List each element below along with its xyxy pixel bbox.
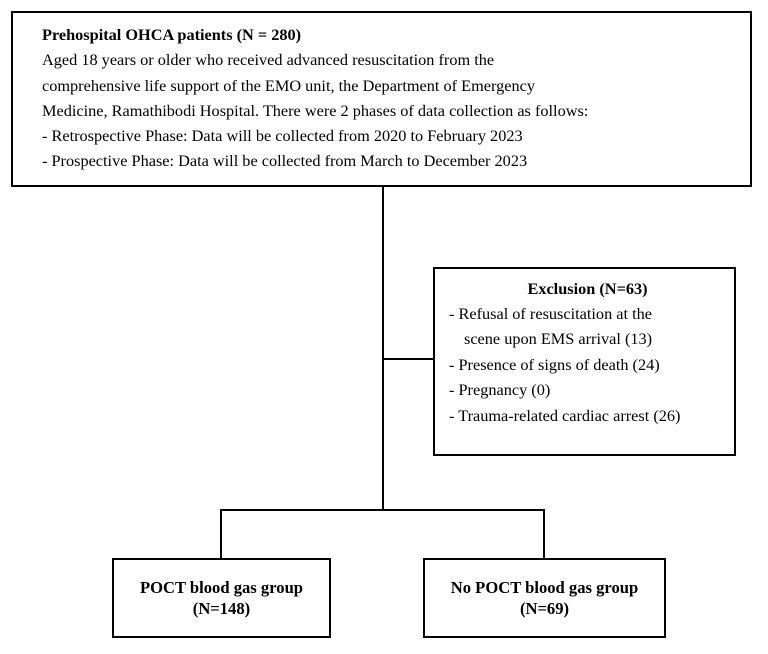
- enrollment-line-1: Aged 18 years or older who received adva…: [42, 50, 495, 70]
- group-poct-count: (N=148): [192, 599, 251, 618]
- enrollment-line-prospective-phase: - Prospective Phase: Data will be collec…: [42, 151, 528, 171]
- connector-main-stem: [382, 187, 384, 511]
- exclusion-item-pregnancy: - Pregnancy (0): [449, 380, 551, 400]
- exclusion-item-refusal: - Refusal of resuscitation at the: [449, 304, 652, 323]
- exclusion-title: Exclusion (N=63): [527, 279, 648, 298]
- exclusion-box: Exclusion (N=63) - Refusal of resuscitat…: [433, 267, 736, 456]
- exclusion-item-refusal-continuation: scene upon EMS arrival (13): [464, 329, 653, 349]
- group-poct-name: POCT blood gas group: [139, 578, 304, 597]
- connector-drop-left: [220, 509, 222, 559]
- exclusion-item-trauma-related-cardiac-arrest: - Trauma-related cardiac arrest (26): [449, 405, 681, 425]
- group-no-poct-name: No POCT blood gas group: [450, 578, 639, 597]
- enrollment-line-2: comprehensive life support of the EMO un…: [42, 75, 535, 95]
- enrollment-line-retrospective-phase: - Retrospective Phase: Data will be coll…: [42, 126, 523, 146]
- group-no-poct-text: No POCT blood gas group (N=69): [451, 577, 639, 619]
- enrollment-box: Prehospital OHCA patients (N = 280) Aged…: [11, 11, 752, 187]
- group-box-no-poct: No POCT blood gas group (N=69): [423, 558, 666, 638]
- group-box-poct: POCT blood gas group (N=148): [112, 558, 331, 638]
- enrollment-title: Prehospital OHCA patients (N = 280): [42, 25, 302, 44]
- connector-split-bar: [220, 509, 545, 511]
- connector-drop-right: [543, 509, 545, 559]
- exclusion-item-signs-of-death: - Presence of signs of death (24): [449, 354, 660, 374]
- enrollment-line-3: Medicine, Ramathibodi Hospital. There we…: [42, 100, 589, 120]
- group-poct-text: POCT blood gas group (N=148): [140, 577, 303, 619]
- group-no-poct-count: (N=69): [519, 599, 570, 618]
- connector-exclusion-arm: [382, 358, 435, 360]
